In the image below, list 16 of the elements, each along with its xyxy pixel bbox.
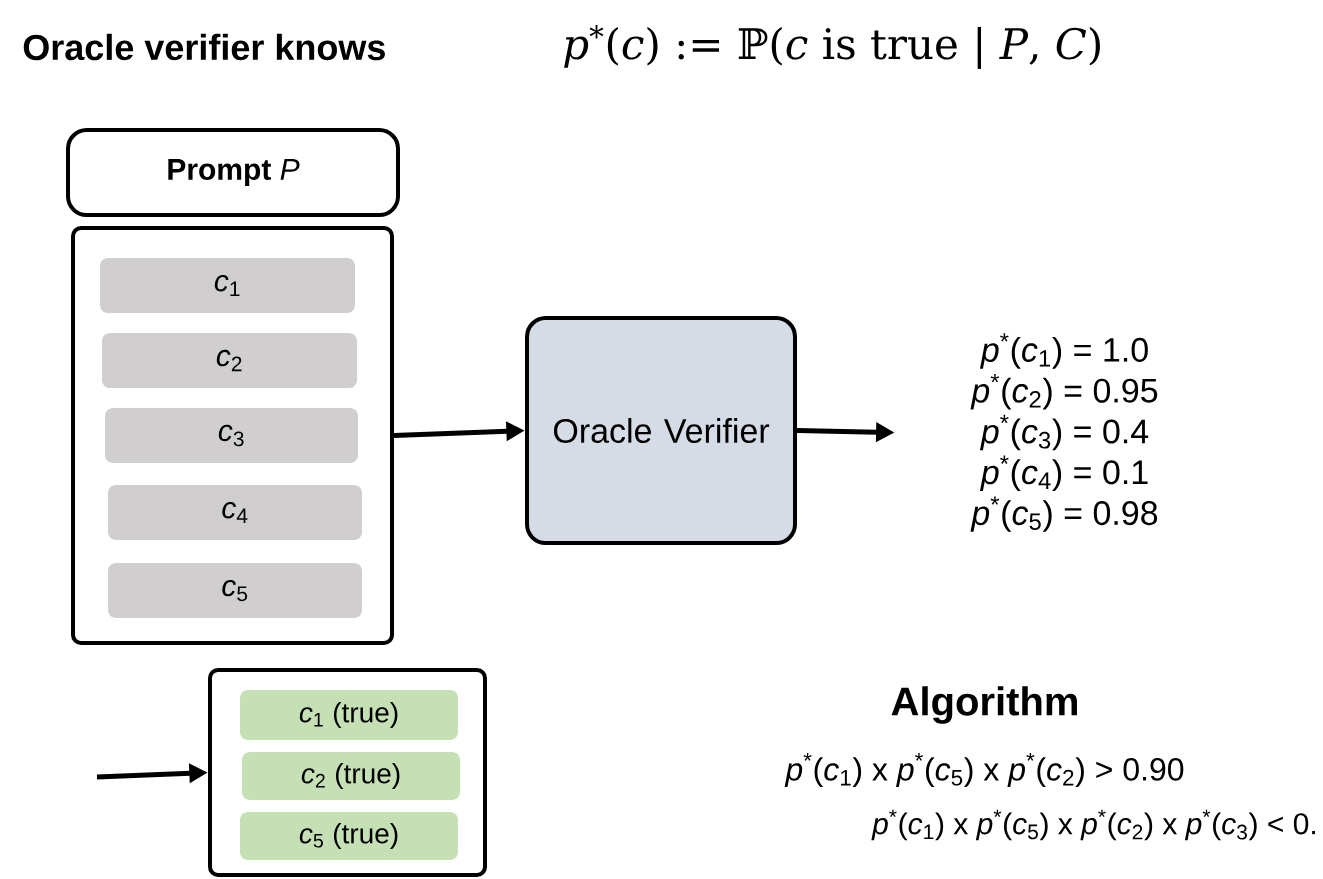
candidate-box: c$_{2}$ [102,333,357,388]
inequality-text: p$^{*}$(c$_{1}$) x p$^{*}$(c$_{5}$) x p$^{*}$(c$_{2}$) x p$^{*}$(c$_{3}$) < 0. [871,809,1315,841]
true-claim-box: c$_{2}$ (true) [242,752,460,800]
candidate-box: c$_{3}$ [105,408,358,463]
true-claim-box: c$_{5}$ (true) [240,812,458,860]
true-claim-box: c$_{1}$ (true) [240,690,458,740]
candidate-box: c$_{5}$ [108,563,362,618]
title: Oracle verifier knows [23,33,385,61]
candidate-box: c$_{1}$ [100,258,355,313]
candidate-box: c$_{4}$ [108,485,362,540]
probability-list: p$^{*}$(c$_{1}$) = 1.0 p$^{*}$(c$_{2}$) = 0.95 p$^{*}$(c$_{3}$) = 0.4 p$^{*}$(c$_{4}$) = 0.1 p$^{*}$(c$_{5}$) = 0.98 [970,333,1158,532]
verifier-box: Oracle Verifier [525,316,797,545]
prompt-box: Prompt P [66,128,400,217]
heading: Algorithm [891,686,1077,724]
inequality-text: p$^{*}$(c$_{1}$) x p$^{*}$(c$_{5}$) x p$^{*}$(c$_{2}$) > 0.90 [784,752,1184,788]
formula-text: p$^{*}$(c) := ℙ(c is true | P, C) [564,25,1100,69]
